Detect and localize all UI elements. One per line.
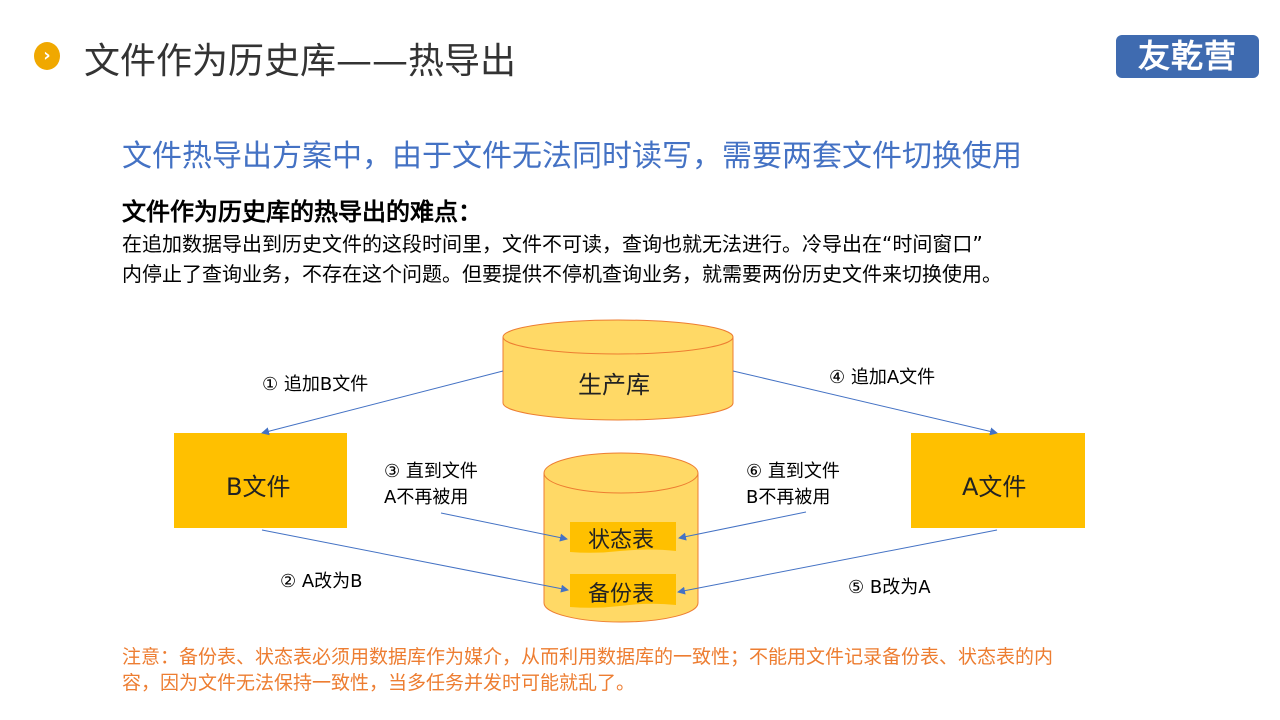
step2-label: ② A改为B: [280, 571, 363, 592]
step6-label: B不再被用: [746, 487, 831, 508]
step4-label: ④ 追加A文件: [829, 367, 936, 388]
body-line: 内停止了查询业务，不存在这个问题。但要提供不停机查询业务，就需要两份历史文件来切…: [122, 262, 1002, 286]
arrow-step4: [732, 370, 998, 436]
status-table-box: [570, 522, 676, 553]
body-line: 在追加数据导出到历史文件的这段时间里，文件不可读，查询也就无法进行。冷导出在“时…: [122, 232, 983, 256]
production-db-cylinder: [502, 319, 734, 421]
step5-label: ⑤ B改为A: [848, 577, 931, 598]
step1-label: ① 追加B文件: [262, 374, 369, 395]
arrow-step1: [261, 370, 504, 436]
arrow-step6: [678, 511, 807, 541]
backup-table-box: [570, 574, 676, 608]
file-a-label: A文件: [962, 473, 1027, 501]
production-db-label: 生产库: [578, 371, 650, 399]
step3-label: ③ 直到文件: [384, 461, 478, 482]
file-a-box: [911, 433, 1085, 528]
subtitle: 文件热导出方案中，由于文件无法同时读写，需要两套文件切换使用: [122, 139, 1022, 174]
arrow-step2: [261, 529, 569, 593]
status-table-label: 状态表: [588, 528, 655, 553]
page-title: 文件作为历史库——热导出: [84, 41, 517, 82]
logo: 友乾营: [1116, 35, 1259, 78]
note-line: 容，因为文件无法保持一致性，当多任务并发时可能就乱了。: [122, 672, 636, 694]
file-b-box: [174, 433, 347, 528]
file-b-label: B文件: [226, 473, 291, 501]
arrow-step5: [677, 529, 998, 595]
section-heading: 文件作为历史库的热导出的难点：: [122, 198, 482, 226]
step6-label: ⑥ 直到文件: [746, 461, 840, 482]
arrow-step3: [440, 512, 568, 542]
backup-table-label: 备份表: [588, 582, 655, 607]
chevron-right-icon: ›: [34, 42, 60, 70]
step3-label: A不再被用: [384, 487, 469, 508]
note-line: 注意：备份表、状态表必须用数据库作为媒介，从而利用数据库的一致性；不能用文件记录…: [122, 646, 1054, 668]
